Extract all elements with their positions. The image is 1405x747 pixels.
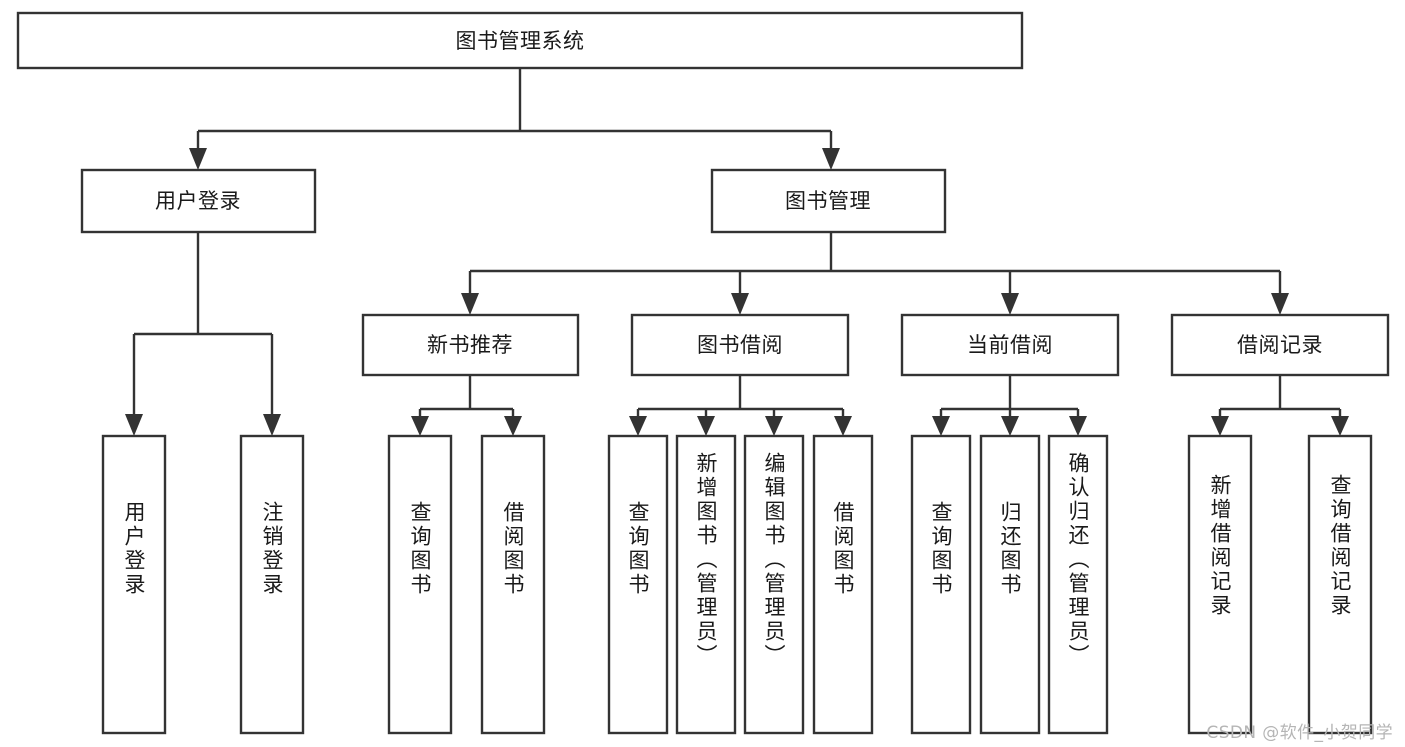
leaf-box-logout[interactable] [239, 434, 305, 735]
arrow-head-cb-query [932, 416, 950, 436]
node-user-login-label: 用户登录 [155, 189, 241, 213]
connector-group-borrow-record [1211, 375, 1349, 436]
node-book-borrow-label: 图书借阅 [697, 333, 783, 357]
leaf-box-bb-edit[interactable] [743, 434, 805, 735]
arrow-head-leaf-user-login [125, 414, 143, 436]
node-new-book-rec-label: 新书推荐 [427, 333, 513, 357]
leaf-box-cb-confirm[interactable] [1047, 434, 1109, 735]
connector-group-user-login [125, 232, 281, 436]
arrow-head-book-mgmt [822, 148, 840, 170]
arrow-head-br-query [1331, 416, 1349, 436]
connector-group-new-book-rec [411, 375, 522, 436]
arrow-head-new-book-rec [461, 293, 479, 315]
arrow-head-newbook-borrow [504, 416, 522, 436]
arrow-head-current-borrow [1001, 293, 1019, 315]
node-root-label: 图书管理系统 [456, 29, 585, 53]
arrow-head-cb-confirm [1069, 416, 1087, 436]
leaf-box-newbook-query[interactable] [387, 434, 453, 735]
csdn-watermark: CSDN @软件_小贺同学 [1206, 723, 1393, 743]
connector-group-current-borrow [932, 375, 1087, 436]
leaf-box-bb-add[interactable] [675, 434, 737, 735]
arrow-head-cb-return [1001, 416, 1019, 436]
connector-group-book-mgmt [461, 232, 1289, 315]
arrow-head-user-login [189, 148, 207, 170]
connector-group-root [189, 68, 840, 170]
arrow-head-bb-add [697, 416, 715, 436]
leaf-box-br-query[interactable] [1307, 434, 1373, 735]
node-current-borrow-label: 当前借阅 [967, 333, 1053, 357]
arrow-head-bb-query [629, 416, 647, 436]
node-book-mgmt-box[interactable] [710, 168, 947, 234]
arrow-head-bb-borrow [834, 416, 852, 436]
arrow-head-newbook-query [411, 416, 429, 436]
arrow-head-bb-edit [765, 416, 783, 436]
leaf-box-user-login[interactable] [101, 434, 167, 735]
node-root-box[interactable] [16, 11, 1024, 70]
arrow-head-borrow-record [1271, 293, 1289, 315]
node-current-borrow-box[interactable] [900, 313, 1120, 377]
leaf-box-br-add[interactable] [1187, 434, 1253, 735]
leaf-box-cb-query[interactable] [910, 434, 972, 735]
node-book-borrow-box[interactable] [630, 313, 850, 377]
node-borrow-record-label: 借阅记录 [1237, 333, 1323, 357]
arrow-head-br-add [1211, 416, 1229, 436]
arrow-head-book-borrow [731, 293, 749, 315]
leaf-box-bb-query[interactable] [607, 434, 669, 735]
node-new-book-rec-box[interactable] [361, 313, 580, 377]
node-book-mgmt-label: 图书管理 [785, 189, 871, 213]
arrow-head-leaf-logout [263, 414, 281, 436]
connector-group-book-borrow [629, 375, 852, 436]
leaf-box-newbook-borrow[interactable] [480, 434, 546, 735]
leaf-box-bb-borrow[interactable] [812, 434, 874, 735]
node-user-login-box[interactable] [80, 168, 317, 234]
leaf-box-cb-return[interactable] [979, 434, 1041, 735]
node-borrow-record-box[interactable] [1170, 313, 1390, 377]
